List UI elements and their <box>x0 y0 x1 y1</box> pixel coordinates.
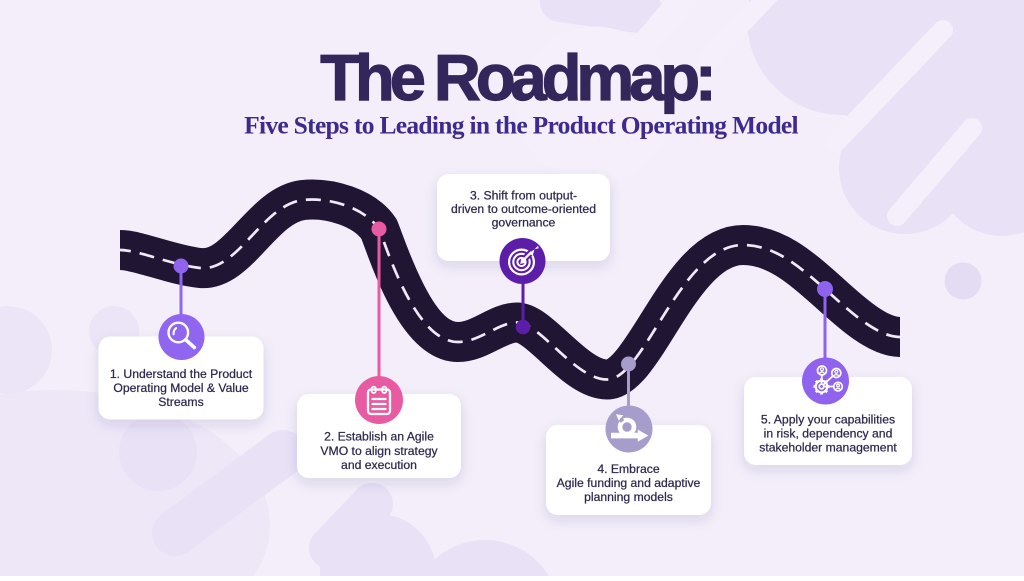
svg-text:The Roadmap:: The Roadmap: <box>320 41 711 114</box>
svg-text:2. Establish an Agile: 2. Establish an Agile <box>324 430 434 444</box>
svg-text:governance: governance <box>492 216 556 230</box>
svg-text:1. Understand the Product: 1. Understand the Product <box>110 367 253 381</box>
svg-text:Agile funding and adaptive: Agile funding and adaptive <box>557 476 701 490</box>
svg-text:and execution: and execution <box>341 458 417 472</box>
svg-text:driven to outcome-oriented: driven to outcome-oriented <box>451 202 596 216</box>
svg-text:in risk, dependency and: in risk, dependency and <box>764 427 893 441</box>
svg-text:Operating Model & Value: Operating Model & Value <box>113 381 248 395</box>
svg-text:Five Steps to Leading in the P: Five Steps to Leading in the Product Ope… <box>244 111 798 140</box>
svg-text:Streams: Streams <box>158 395 203 409</box>
svg-text:stakeholder management: stakeholder management <box>759 441 897 455</box>
svg-text:4. Embrace: 4. Embrace <box>597 462 660 476</box>
svg-text:3. Shift from output-: 3. Shift from output- <box>470 189 577 203</box>
svg-text:VMO to align strategy: VMO to align strategy <box>320 444 438 458</box>
svg-text:5. Apply your capabilities: 5. Apply your capabilities <box>761 412 895 426</box>
svg-text:planning models: planning models <box>584 490 673 504</box>
